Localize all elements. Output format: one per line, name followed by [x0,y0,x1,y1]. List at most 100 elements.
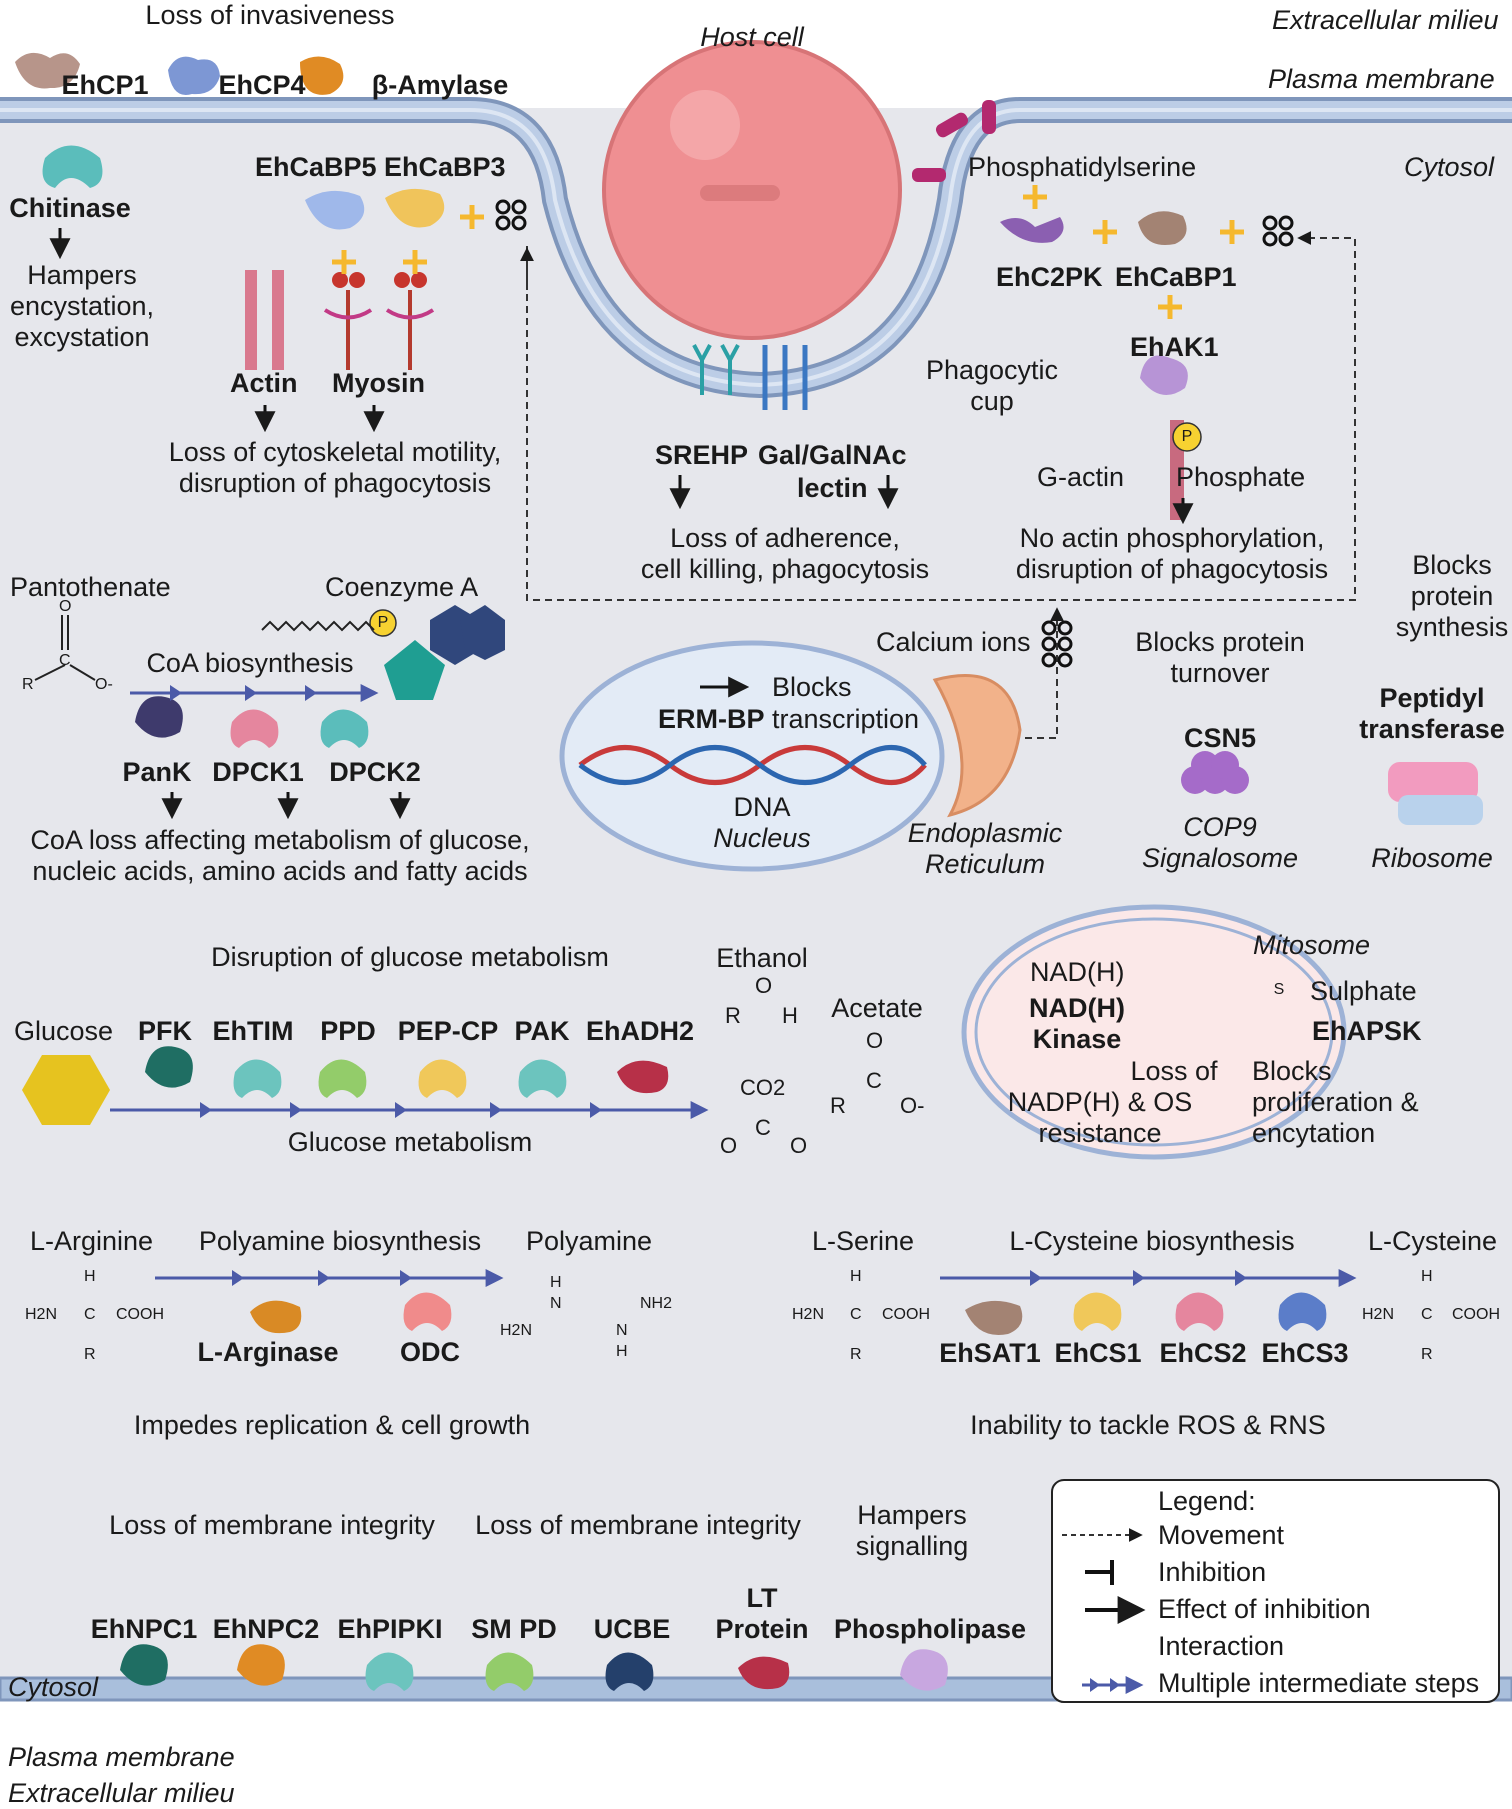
peptidyl-label-2: transferase [1359,714,1505,744]
glucose-title: Disruption of glucose metabolism [211,942,609,972]
sulphate-badge-letter: S [1273,981,1285,998]
cop9-label-1: COP9 [1183,812,1257,842]
serine-atom-r: R [850,1346,862,1363]
signalosome-shape [1181,751,1249,794]
co2-atom-o-right: O [790,1133,808,1158]
pantothenate-atom-o-minus: O- [95,676,113,693]
actin-label: Actin [230,368,298,398]
csn-effect-2: turnover [1170,658,1270,688]
adherence-effect-2: cell killing, phagocytosis [640,554,930,584]
plasma-membrane-label-bottom: Plasma membrane [8,1742,235,1772]
acetate-atom-c: C [866,1068,882,1093]
kinase-effect-2: NADP(H) & OS [1007,1087,1193,1117]
ehcabp5-label: EhCaBP5 [255,152,377,182]
nadh-kinase-label-2: Kinase [1032,1024,1122,1054]
peptidyl-label-1: Peptidyl [1379,683,1485,713]
invasiveness-title: Loss of invasiveness [145,0,395,30]
cysteine-atom-c: C [1421,1306,1433,1323]
coa-effect-1: CoA loss affecting metabolism of glucose… [30,825,530,855]
ucbe-protein [605,1652,654,1691]
cysteine-atom-h: H [1421,1268,1433,1285]
pantothenate-atom-r: R [22,676,34,693]
transcription-effect-1: Blocks [772,672,852,702]
ppd-label: PPD [320,1016,376,1046]
odc-protein [403,1292,452,1331]
ehak1-protein [1140,355,1188,396]
beta-amylase-protein [300,56,344,95]
pantothenate-atom-o: O [59,598,72,615]
arginine-atom-cooh: COOH [116,1306,164,1323]
kinase-effect-3: resistance [1038,1118,1162,1148]
phospholipase-effect-2: signalling [855,1531,969,1561]
ucbe-label: UCBE [593,1614,671,1644]
cysteine-atom-cooh: COOH [1452,1306,1500,1323]
legend-item-movement: Movement [1158,1520,1285,1550]
cysteine-atom-r: R [1421,1346,1433,1363]
pfk-protein [145,1046,193,1088]
lectin-label: lectin [797,473,868,503]
myosin-label: Myosin [332,368,426,398]
protein-shapes [15,52,1327,1691]
actin-filaments [245,270,1184,520]
ehc2pk-protein [1000,217,1064,243]
serine-atom-h2n: H2N [792,1306,825,1323]
pantothenate-atom-c: C [59,652,71,669]
plasma-membrane-label-top: Plasma membrane [1268,64,1495,94]
movement-loop [526,231,1356,601]
cysteine-pathway-label: L-Cysteine biosynthesis [1009,1226,1295,1256]
host-cell-label: Host cell [700,22,804,52]
ehnpc1-label: EhNPC1 [90,1614,198,1644]
legend-item-interaction: Interaction [1158,1631,1285,1661]
legend-item-multistep: Multiple intermediate steps [1158,1668,1480,1698]
ethanol-label: Ethanol [716,943,808,973]
ehcabp5-protein [305,190,365,230]
chitinase-effect-3: excystation [14,322,150,352]
pak-protein [518,1059,567,1098]
legend-box [1051,1479,1500,1703]
chitinase-protein [42,145,103,188]
phagocytic-cup-label-2: cup [970,386,1014,416]
apsk-effect-1: Blocks [1252,1056,1332,1086]
sm-pd-label: SM PD [471,1614,557,1644]
legend-title: Legend: [1158,1486,1256,1516]
ehcs1-label: EhCS1 [1054,1338,1142,1368]
cop9-label-2: Signalosome [1141,843,1299,873]
pantothenate-label: Pantothenate [10,572,171,602]
apsk-effect-3: encytation [1252,1118,1376,1148]
pep-cp-protein [418,1059,467,1098]
nucleus-shape [559,640,945,872]
beta-amylase-label: β-Amylase [371,70,509,100]
ehapsk-label: EhAPSK [1312,1016,1422,1046]
cytosol-label-bottom: Cytosol [8,1672,99,1702]
ribosome-effect-3: synthesis [1395,612,1509,642]
polyamine-atom-h-top: H [550,1274,562,1291]
mitosome-nadh-label: NAD(H) [1030,957,1125,987]
ehpipki-label: EhPIPKI [337,1614,443,1644]
arginine-atom-r: R [84,1346,96,1363]
ehsat1-label: EhSAT1 [939,1338,1041,1368]
galgalnac-label: Gal/GalNAc [758,440,907,470]
membrane-integrity-title-1: Loss of membrane integrity [109,1510,435,1540]
er-label-1: Endoplasmic [907,818,1063,848]
extracellular-label-top: Extracellular milieu [1272,5,1499,35]
ehc2pk-label: EhC2PK [996,262,1103,292]
ribosome-effect-1: Blocks [1412,550,1492,580]
lectin-receptor [762,345,808,410]
ehcp4-protein [168,56,220,95]
serine-atom-cooh: COOH [882,1306,930,1323]
serine-atom-h: H [850,1268,862,1285]
phagocytic-cup-label-1: Phagocytic [925,355,1059,385]
calcium-ion-icons [495,199,1294,668]
coa-effect-2: nucleic acids, amino acids and fatty aci… [32,856,528,886]
acetate-atom-o: O [866,1028,884,1053]
l-serine-label: L-Serine [812,1226,915,1256]
nucleus-label: Nucleus [713,823,811,853]
cytoskeleton-effect-2: disruption of phagocytosis [178,468,492,498]
adherence-effect-1: Loss of adherence, [670,523,900,553]
glucose-label: Glucose [14,1016,114,1046]
pfk-label: PFK [138,1016,192,1046]
mitosome-label: Mitosome [1253,930,1371,960]
erm-bp-label: ERM-BP [658,704,765,734]
